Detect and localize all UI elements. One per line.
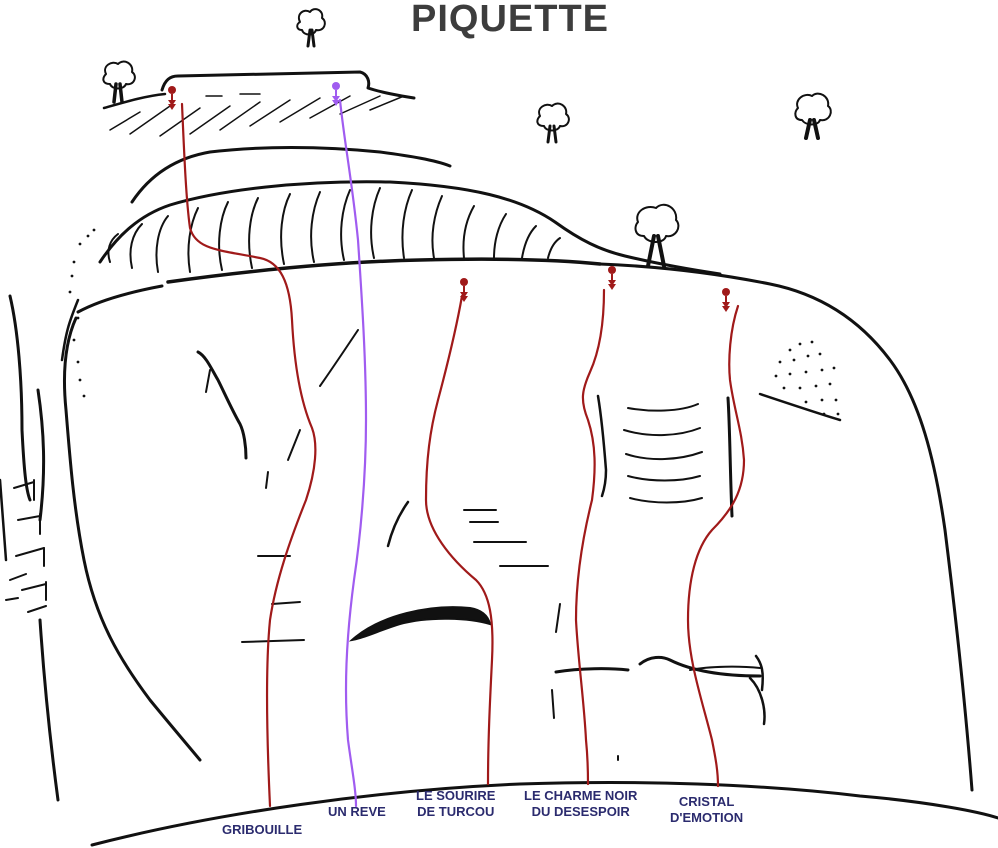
tree-icon [103,62,135,102]
route-line-le-sourire-de-turcou[interactable] [426,296,492,784]
tree-icon [537,104,569,142]
tree-icon [297,9,325,46]
route-line-le-charme-noir[interactable] [576,290,604,784]
rock-outline [0,72,998,845]
plateau-hatching [110,94,404,136]
route-label-le-sourire-de-turcou: LE SOURIRE DE TURCOU [416,788,495,820]
tree-icon [795,94,830,138]
route-line-gribouille[interactable] [182,104,315,806]
anchor-icon [722,288,730,312]
anchor-icon [608,266,616,290]
route-label-cristal-d-emotion: CRISTAL D'EMOTION [670,794,743,826]
tree-icon [636,205,679,266]
rock-texture-dots [69,229,840,416]
route-label-un-reve: UN REVE [328,804,386,820]
overhang-feature [352,607,490,640]
wall-features [198,330,840,760]
route-line-cristal-d-emotion[interactable] [688,306,744,786]
route-label-le-charme-noir: LE CHARME NOIR DU DESESPOIR [524,788,637,820]
route-label-gribouille: GRIBOUILLE [222,822,302,838]
